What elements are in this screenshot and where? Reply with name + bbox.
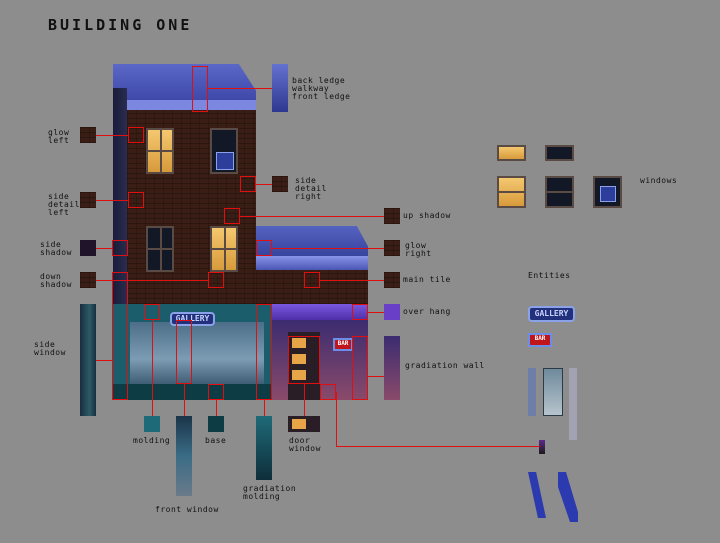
window-sample-4: [545, 176, 574, 208]
label-entities: Entities: [528, 271, 571, 280]
marker-up-shadow: [224, 208, 240, 224]
label-door-window: door window: [289, 436, 321, 453]
front-window-swatch: [176, 416, 192, 496]
gradiation-wall-swatch: [384, 336, 400, 400]
door-window-2: [292, 354, 306, 364]
label-gradiation-molding: gradiation molding: [243, 484, 297, 501]
marker-glow-left: [128, 127, 144, 143]
entity-left-slant: [528, 472, 546, 518]
gradiation-molding-swatch: [256, 416, 272, 480]
window-lit-lower: [210, 226, 238, 272]
sheet-title: BUILDING ONE: [48, 16, 193, 34]
marker-side-detail-left: [128, 192, 144, 208]
marker-side-detail-right: [240, 176, 256, 192]
molding-swatch: [144, 416, 160, 432]
window-sample-5: [593, 176, 622, 208]
neon-sign: BAR: [333, 338, 353, 351]
entity-gallery-sign: GALLERY: [528, 306, 575, 322]
entity-right-slant: [558, 472, 578, 522]
label-front-window: front window: [155, 505, 219, 514]
marker-door-window: [288, 336, 320, 384]
storefront-base: [113, 384, 272, 400]
door-window-3: [292, 370, 306, 380]
label-main-tile: main tile: [403, 275, 451, 284]
label-up-shadow: up shadow: [403, 211, 451, 220]
wing-facade: [256, 270, 368, 304]
ledge-swatch: [272, 64, 288, 112]
entity-door-frame: [569, 368, 577, 440]
down-shadow-swatch: [80, 272, 96, 288]
marker-gradiation-wall: [352, 336, 368, 400]
door-window-swatch: [288, 416, 320, 432]
label-back-ledge: back ledge walkway front ledge: [292, 76, 351, 101]
window-sample-2: [545, 145, 574, 161]
window-dark: [146, 226, 174, 272]
wing-roof-ledge: [256, 256, 368, 270]
front-window-glass: [130, 322, 264, 384]
entity-awning-tip: [539, 440, 545, 454]
main-tile-swatch: [384, 272, 400, 288]
base-swatch: [208, 416, 224, 432]
label-molding: molding: [133, 436, 171, 445]
side-detail-left-swatch: [80, 192, 96, 208]
glow-right-swatch: [384, 240, 400, 256]
window-sample-3: [497, 176, 526, 208]
window-lit: [146, 128, 174, 174]
gallery-sign: GALLERY: [170, 312, 215, 326]
up-shadow-swatch: [384, 208, 400, 224]
window-sample-1: [497, 145, 526, 161]
overhang: [272, 304, 368, 320]
label-side-detail-right: side detail right: [295, 176, 327, 201]
label-down-shadow: down shadow: [40, 272, 72, 289]
window-ac: [210, 128, 238, 174]
label-base: base: [205, 436, 227, 445]
marker-side-column: [112, 272, 128, 400]
label-side-window: side window: [34, 340, 66, 357]
label-glow-right: glow right: [405, 241, 432, 258]
marker-over-hang: [352, 304, 368, 320]
marker-door-entity: [320, 384, 336, 400]
marker-roof-ledge: [192, 66, 208, 112]
label-glow-left: glow left: [48, 128, 70, 145]
entity-neon-sign: BAR: [528, 333, 552, 347]
wing-roof: [256, 226, 368, 260]
marker-glow-right: [256, 240, 272, 256]
marker-side-shadow: [112, 240, 128, 256]
roof-ledge: [125, 100, 256, 110]
marker-front-window: [176, 320, 192, 384]
glow-left-swatch: [80, 127, 96, 143]
marker-down-shadow: [208, 272, 224, 288]
label-windows: windows: [640, 176, 678, 185]
entity-door-panel: [528, 368, 536, 416]
label-side-shadow: side shadow: [40, 240, 72, 257]
label-gradiation-wall: gradiation wall: [405, 361, 485, 370]
label-over-hang: over hang: [403, 307, 451, 316]
label-side-detail-left: side detail left: [48, 192, 80, 217]
side-window-swatch: [80, 304, 96, 416]
over-hang-swatch: [384, 304, 400, 320]
marker-gradiation-molding: [256, 304, 272, 400]
side-detail-right-swatch: [272, 176, 288, 192]
marker-base: [208, 384, 224, 400]
entity-glass-door: [543, 368, 563, 416]
side-shadow-swatch: [80, 240, 96, 256]
marker-molding: [144, 304, 160, 320]
marker-main-tile: [304, 272, 320, 288]
door-window-1: [292, 338, 306, 348]
